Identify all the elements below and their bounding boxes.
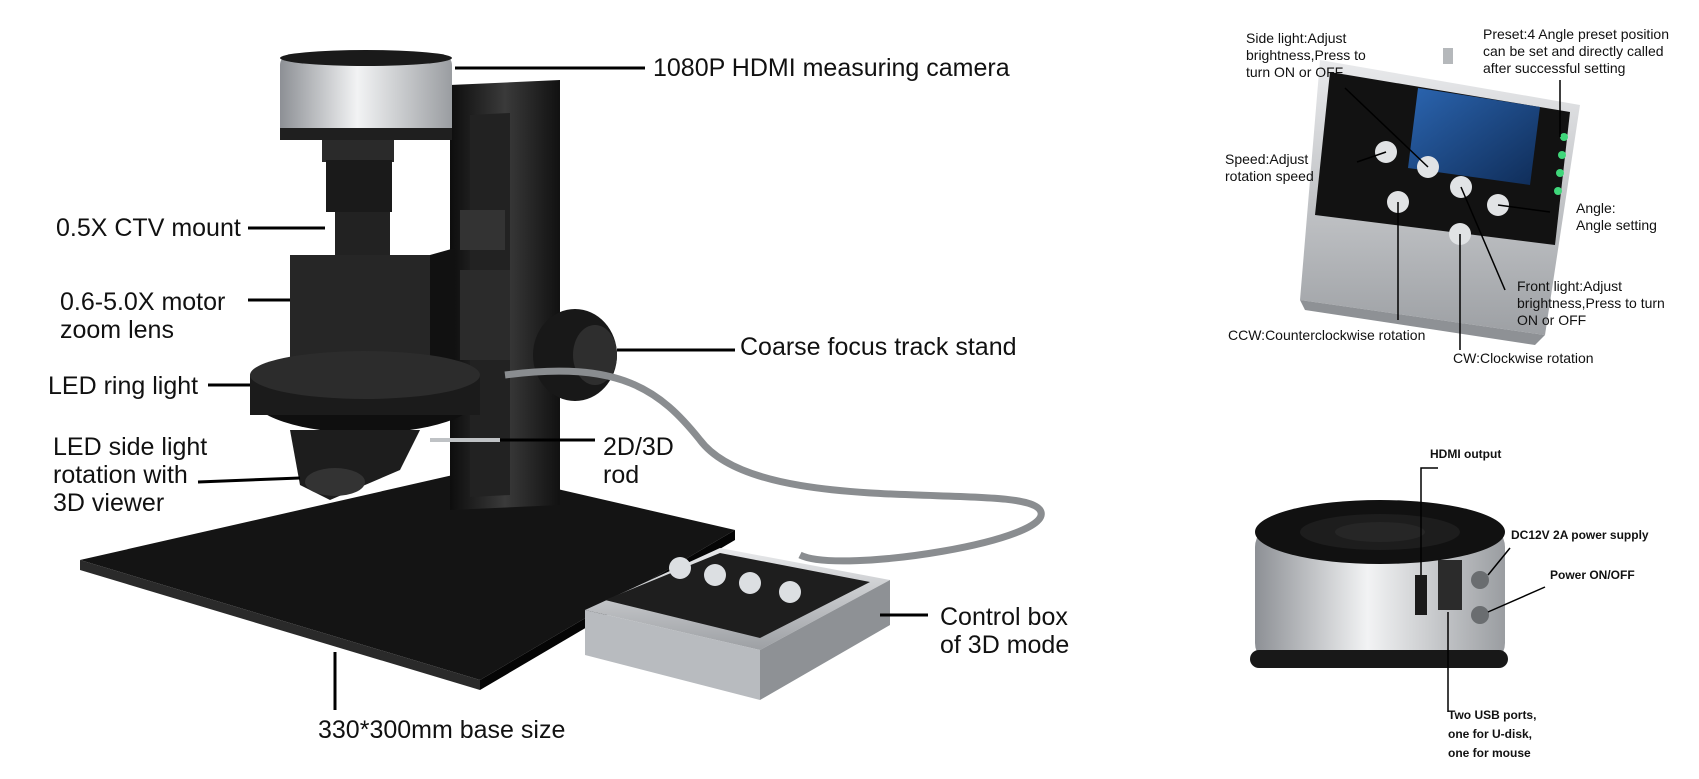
camera-leader-lines [1420,467,1546,712]
label-ctrl-speed: Speed:Adjust rotation speed [1225,151,1314,184]
camera-closeup-icon [1250,500,1508,668]
label-ring-light: LED ring light [48,372,199,400]
controller-leader-lines [1344,80,1561,350]
label-cam-usb: Two USB ports, one for U-disk, one for m… [1448,708,1537,760]
control-box-icon [585,548,890,700]
zoom-lens-icon [290,248,455,365]
label-ctrl-preset: Preset:4 Angle preset position can be se… [1483,26,1670,76]
label-cam-dc-power: DC12V 2A power supply [1511,528,1649,542]
label-ctrl-cw: CW:Clockwise rotation [1453,350,1594,366]
label-base-size: 330*300mm base size [318,716,566,744]
main-leader-lines [197,66,928,710]
label-ctrl-ccw: CCW:Counterclockwise rotation [1228,327,1426,343]
label-cam-hdmi: HDMI output [1430,447,1502,461]
cable-icon [504,367,1045,565]
label-ctrl-front-light: Front light:Adjust brightness,Press to t… [1517,278,1665,328]
ring-light-icon [250,351,480,433]
focus-knob-icon [533,309,617,401]
label-track-stand: Coarse focus track stand [740,333,1017,361]
label-cam-power-switch: Power ON/OFF [1550,568,1635,582]
label-side-light: LED side light rotation with 3D viewer [53,433,208,517]
label-ctv-mount: 0.5X CTV mount [56,214,241,242]
track-stand-icon [450,80,560,510]
controller-closeup-icon [1300,48,1580,345]
label-ctrl-angle: Angle: Angle setting [1576,200,1657,233]
label-ctrl-side-light: Side light:Adjust brightness,Press to tu… [1246,30,1366,80]
ctv-mount-icon [322,140,394,257]
side-light-icon [290,430,420,500]
camera-body-icon [280,50,452,140]
label-zoom-lens: 0.6-5.0X motor zoom lens [60,288,226,344]
label-camera: 1080P HDMI measuring camera [653,54,1010,82]
label-control-box: Control box of 3D mode [940,603,1070,659]
label-rod: 2D/3D rod [603,433,674,489]
